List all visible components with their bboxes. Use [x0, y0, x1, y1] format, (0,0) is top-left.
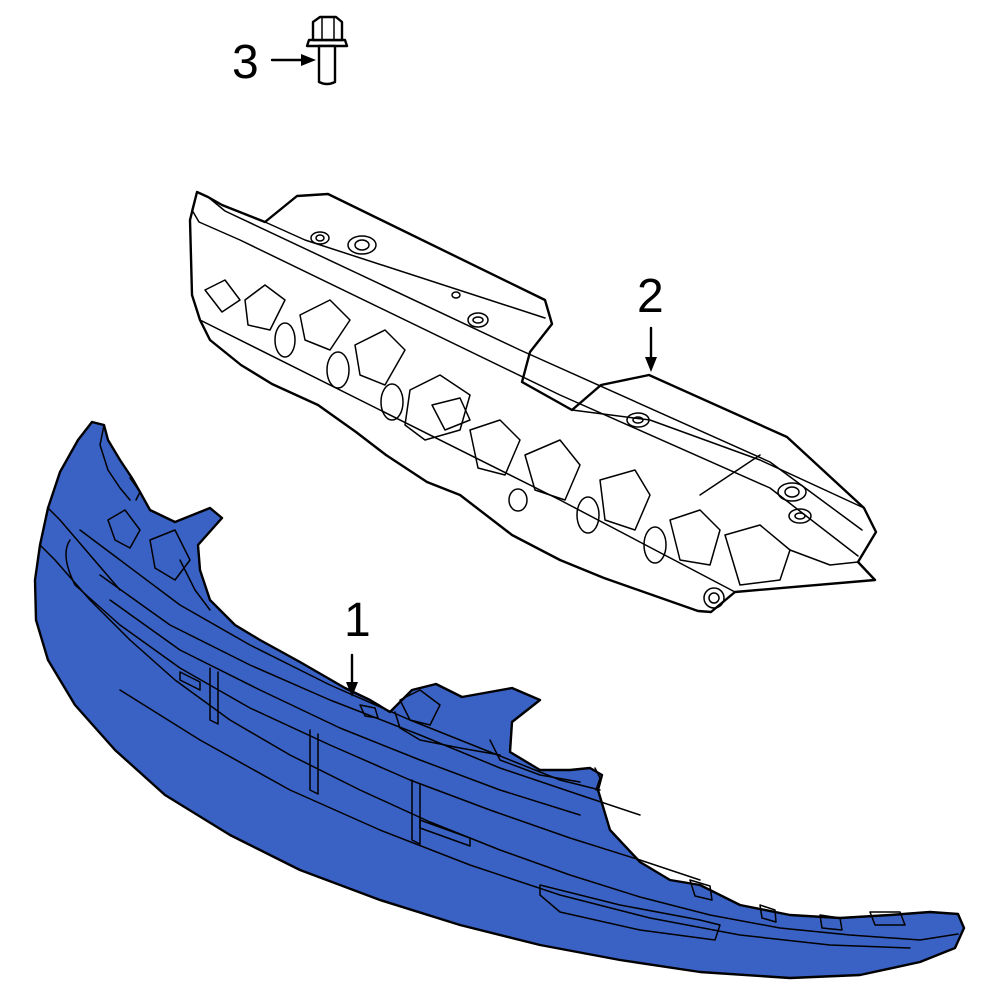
callout-3: 3 [232, 36, 316, 89]
callout-1-label: 1 [344, 594, 371, 647]
grille-part[interactable] [33, 420, 966, 980]
callout-2-label: 2 [637, 270, 664, 323]
bolt-part[interactable] [305, 15, 349, 86]
callout-3-label: 3 [232, 36, 259, 89]
callout-2: 2 [637, 270, 664, 372]
callout-1-arrowhead [346, 682, 358, 697]
cover-panel-part[interactable] [188, 190, 878, 614]
callout-3-arrowhead [301, 54, 316, 66]
callout-2-arrowhead [645, 357, 657, 372]
callout-1: 1 [344, 594, 371, 697]
